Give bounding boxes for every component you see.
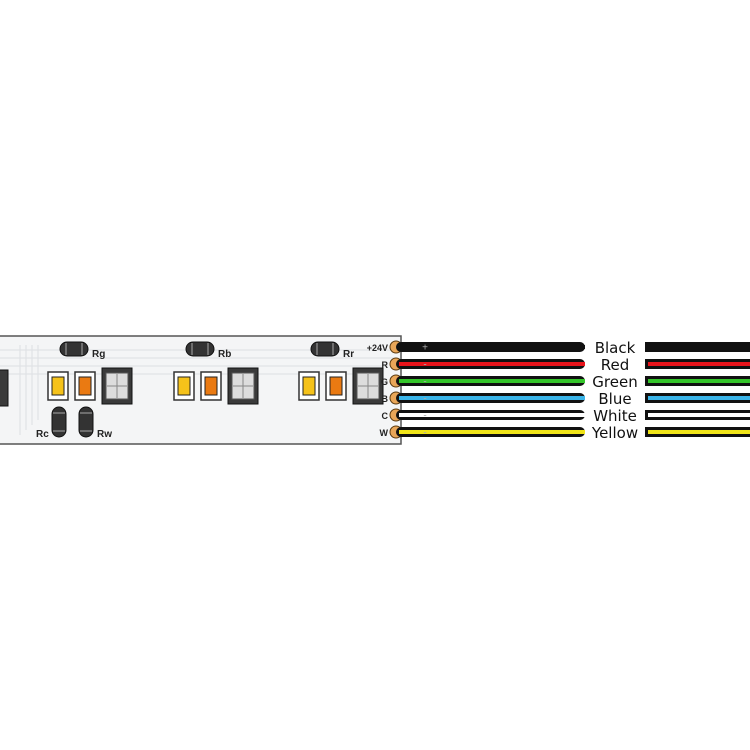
resistor-rb: Rb — [185, 341, 231, 360]
wire-core — [399, 362, 585, 366]
wire-marker: - — [423, 394, 426, 405]
wire-core — [648, 379, 750, 383]
smd-led — [173, 371, 195, 401]
wire-marker: + — [422, 343, 428, 354]
resistor-rw: Rw — [78, 406, 112, 440]
wire-black: +24V + Black — [367, 339, 750, 357]
rgb-led-grid — [107, 374, 127, 398]
smd-led — [200, 371, 222, 401]
wire-core — [648, 396, 750, 400]
wire-white: C - White — [382, 407, 750, 425]
wire-core — [399, 396, 585, 400]
wire-marker: - — [423, 428, 426, 439]
rgb-led-grid — [233, 374, 253, 398]
pcb-trace — [0, 345, 388, 425]
resistor-label: Rw — [97, 429, 112, 440]
wire-core — [399, 430, 585, 434]
solder-pad-label: W — [380, 428, 389, 438]
resistor-label: Rr — [343, 349, 354, 360]
wire-core — [399, 379, 585, 383]
resistor-band — [65, 343, 83, 355]
smd-led — [47, 371, 69, 401]
led-lens — [204, 376, 218, 396]
wire-marker: - — [423, 360, 426, 371]
led-lens — [329, 376, 343, 396]
resistor-body — [78, 406, 94, 438]
led-lens — [78, 376, 92, 396]
resistor-body — [310, 341, 340, 357]
wire-color-label: Red — [601, 356, 630, 374]
led-lens — [51, 376, 65, 396]
resistor-rg: Rg — [59, 341, 105, 360]
solder-pad-label: C — [382, 411, 389, 421]
resistor-rc: Rc — [36, 406, 67, 440]
wire-yellow: W - Yellow — [380, 424, 750, 442]
wire-core — [399, 413, 585, 417]
resistor-band — [191, 343, 209, 355]
resistor-label: Rg — [92, 349, 105, 360]
rgb-led-grid — [358, 374, 378, 398]
resistor-body — [51, 406, 67, 438]
rgb-led — [101, 367, 133, 405]
smd-led — [325, 371, 347, 401]
resistor-body — [59, 341, 89, 357]
rgb-led-partial — [0, 369, 9, 407]
solder-pad-label: +24V — [367, 343, 388, 353]
wire-core — [399, 345, 585, 349]
wire-core — [648, 413, 750, 417]
wire-green: G - Green — [381, 373, 750, 391]
wire-red: R - Red — [382, 356, 750, 374]
wire-core — [648, 345, 750, 349]
wire-marker: - — [423, 411, 426, 422]
solder-pad-label: B — [382, 394, 389, 404]
resistor-band — [316, 343, 334, 355]
rgb-led — [227, 367, 259, 405]
wire-color-label: Blue — [598, 390, 631, 408]
pcb-trace — [0, 345, 394, 430]
wire-color-label: White — [593, 407, 637, 425]
wire-marker: - — [423, 377, 426, 388]
wire-color-label: Black — [595, 339, 636, 357]
wire-core — [648, 362, 750, 366]
resistor-rr: Rr — [310, 341, 354, 360]
wire-blue: B - Blue — [382, 390, 750, 408]
resistor-band — [53, 412, 65, 432]
wire-color-label: Yellow — [591, 424, 638, 442]
resistor-label: Rb — [218, 349, 231, 360]
led-lens — [177, 376, 191, 396]
resistor-body — [185, 341, 215, 357]
wire-core — [648, 430, 750, 434]
solder-pad-label: R — [382, 360, 389, 370]
solder-pad-label: G — [381, 377, 388, 387]
rgb-led — [352, 367, 384, 405]
wire-color-label: Green — [592, 373, 637, 391]
smd-led — [298, 371, 320, 401]
resistor-band — [80, 412, 92, 432]
resistor-label: Rc — [36, 429, 49, 440]
led-lens — [302, 376, 316, 396]
smd-led — [74, 371, 96, 401]
